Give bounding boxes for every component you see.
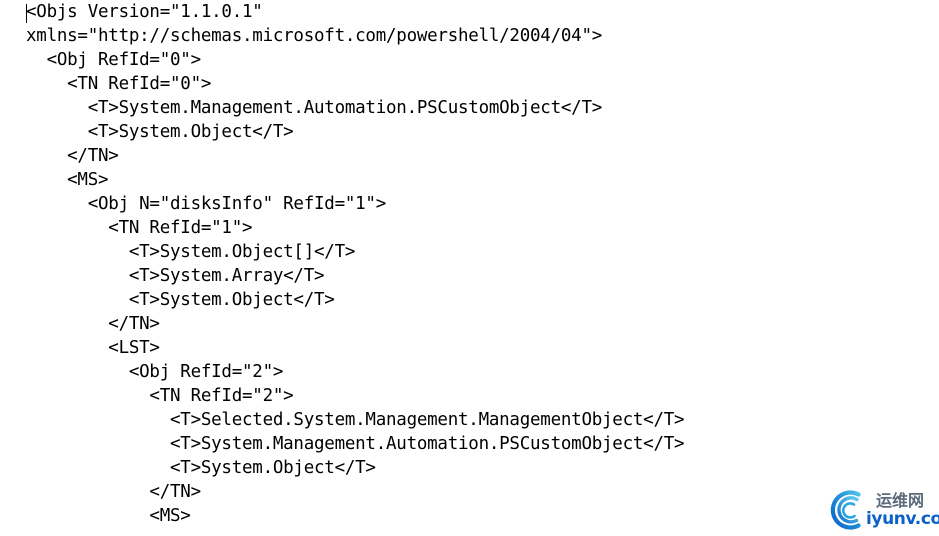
code-line: <T>System.Object</T> xyxy=(26,122,294,142)
code-line: </TN> xyxy=(26,314,160,334)
code-line: xmlns="http://schemas.microsoft.com/powe… xyxy=(26,26,603,46)
code-line: </TN> xyxy=(26,146,119,166)
code-line: <T>System.Array</T> xyxy=(26,266,325,286)
code-line: <T>System.Management.Automation.PSCustom… xyxy=(26,434,685,454)
code-line: <TN RefId="1"> xyxy=(26,218,253,238)
code-line: <Obj RefId="0"> xyxy=(26,50,202,70)
code-line: <Objs Version="1.1.0.1" xyxy=(26,2,263,22)
circular-swoosh-icon xyxy=(824,487,870,533)
watermark-text: 运维网 iyunv.com xyxy=(866,490,939,529)
code-line: </TN> xyxy=(26,482,201,502)
code-line: <Obj RefId="2"> xyxy=(26,362,284,382)
code-line: <MS> xyxy=(26,506,191,526)
code-line: <T>Selected.System.Management.Management… xyxy=(26,410,685,430)
code-line: <MS> xyxy=(26,170,109,190)
code-line: <LST> xyxy=(26,338,160,358)
code-line: <T>System.Object</T> xyxy=(26,290,335,310)
site-watermark: 运维网 iyunv.com xyxy=(824,484,939,536)
code-line: <TN RefId="2"> xyxy=(26,386,294,406)
watermark-chinese-label: 运维网 xyxy=(876,490,925,510)
code-line: <Obj N="disksInfo" RefId="1"> xyxy=(26,194,387,214)
text-caret xyxy=(26,4,27,23)
code-line: <T>System.Management.Automation.PSCustom… xyxy=(26,98,603,118)
watermark-site-label: iyunv.com xyxy=(866,508,939,529)
code-line: <TN RefId="0"> xyxy=(26,74,212,94)
code-line: <T>System.Object[]</T> xyxy=(26,242,356,262)
code-line: <T>System.Object</T> xyxy=(26,458,376,478)
